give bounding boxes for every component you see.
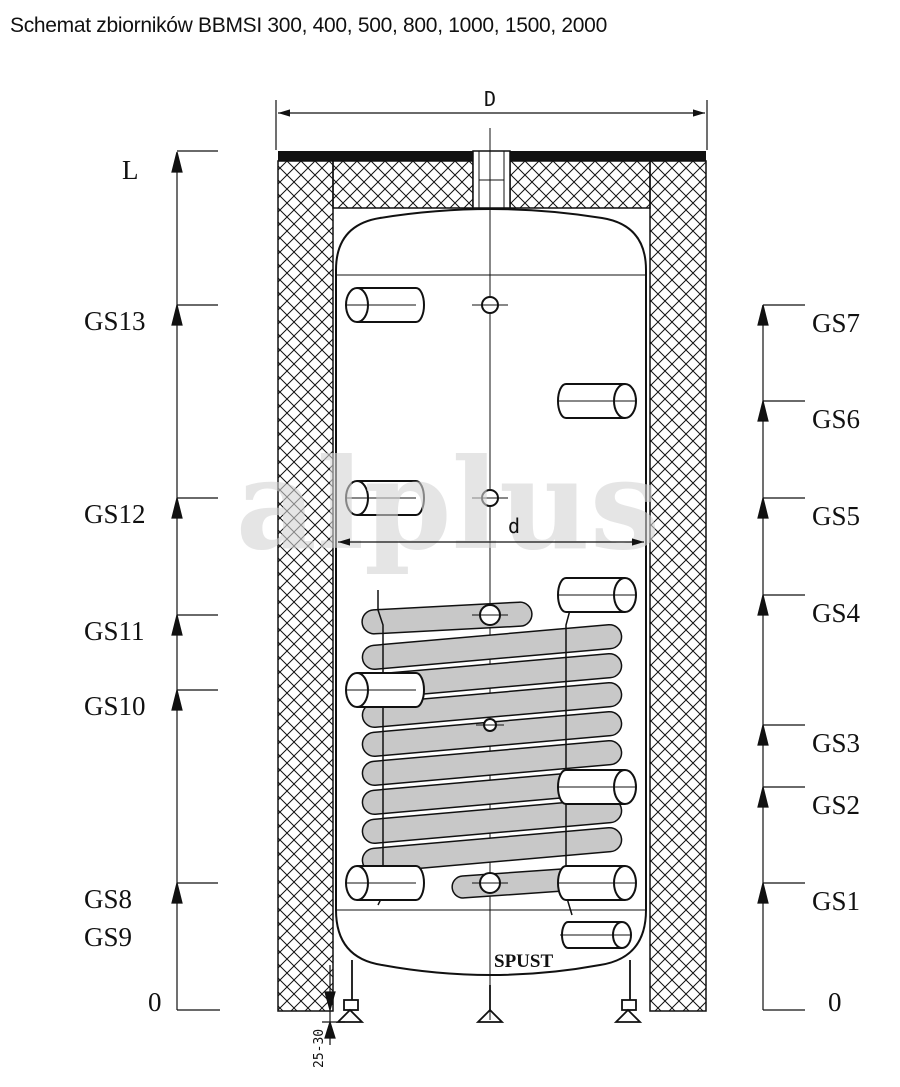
sensor-sleeves [472, 296, 508, 894]
foot-gap-dimension [322, 965, 345, 1045]
label-spust: SPUST [494, 951, 553, 972]
stub-gs12 [345, 480, 425, 516]
label-gs9: GS9 [84, 922, 132, 952]
stub-gs8 [345, 865, 425, 901]
label-zero-left: 0 [148, 987, 162, 1017]
label-gs8: GS8 [84, 884, 132, 914]
stub-gs4 [557, 577, 637, 613]
label-gs6: GS6 [812, 404, 860, 434]
label-L: L [122, 155, 139, 185]
stub-gs10 [345, 672, 425, 708]
label-foot-gap: 25-30 [312, 1029, 327, 1068]
dim-label-d: d [508, 514, 520, 538]
right-height-scale [757, 304, 805, 1011]
label-zero-right: 0 [828, 987, 842, 1017]
label-gs13: GS13 [84, 306, 146, 336]
label-gs10: GS10 [84, 691, 146, 721]
watermark: alplus [236, 432, 661, 578]
page-title: Schemat zbiorników BBMSI 300, 400, 500, … [10, 14, 607, 37]
left-height-scale [171, 150, 220, 1011]
tank-legs [335, 960, 643, 1023]
label-gs1: GS1 [812, 886, 860, 916]
stub-gs1 [557, 865, 637, 901]
dim-label-D: D [484, 87, 496, 111]
label-gs5: GS5 [812, 501, 860, 531]
stub-gs6 [557, 383, 637, 419]
dimension-outer-diameter [275, 100, 708, 150]
stub-spust [560, 921, 632, 949]
label-gs7: GS7 [812, 308, 860, 338]
label-gs2: GS2 [812, 790, 860, 820]
label-gs3: GS3 [812, 728, 860, 758]
stub-connections [345, 287, 637, 949]
stub-gs13 [345, 287, 425, 323]
insulation [277, 150, 707, 1012]
label-gs12: GS12 [84, 499, 146, 529]
label-gs11: GS11 [84, 616, 145, 646]
stub-gs2 [557, 769, 637, 805]
label-gs4: GS4 [812, 598, 861, 628]
